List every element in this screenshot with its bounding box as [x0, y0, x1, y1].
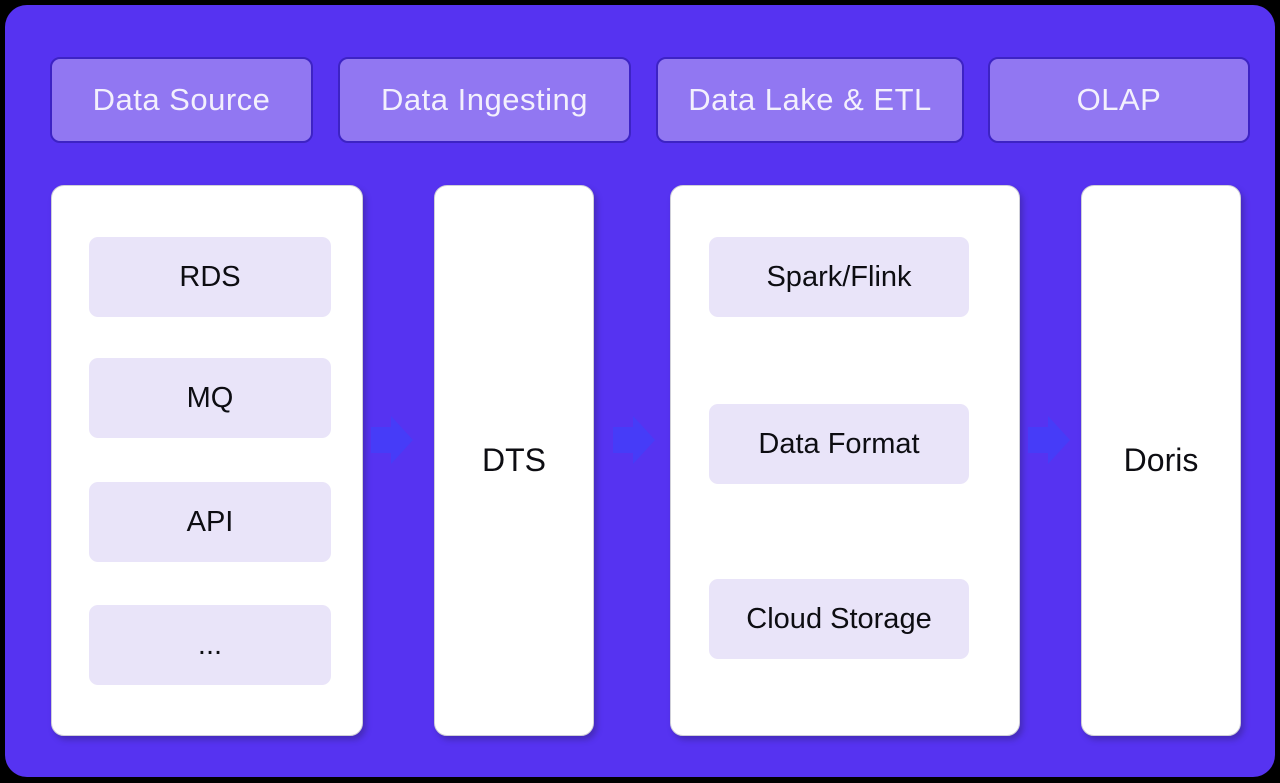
node-label: Data Format [758, 427, 920, 460]
dts-column: DTS [434, 185, 594, 736]
doris-label: Doris [1123, 442, 1199, 478]
data-source-column: RDS MQ API ... [51, 185, 363, 736]
node-ellipsis: ... [89, 605, 331, 685]
node-label: Cloud Storage [746, 602, 932, 635]
node-data-format: Data Format [709, 404, 969, 484]
stage-header-data-source: Data Source [50, 57, 313, 143]
node-spark-flink: Spark/Flink [709, 237, 969, 317]
node-mq: MQ [89, 358, 331, 438]
stage-header-label: Data Ingesting [381, 82, 588, 117]
node-rds: RDS [89, 237, 331, 317]
flow-arrow-icon [1028, 416, 1070, 464]
data-lake-etl-column: Spark/Flink Data Format Cloud Storage [670, 185, 1020, 736]
stage-header-label: Data Lake & ETL [688, 82, 932, 117]
flow-arrow-icon [613, 416, 655, 464]
dts-label: DTS [482, 442, 546, 478]
stage-header-olap: OLAP [988, 57, 1250, 143]
node-api: API [89, 482, 331, 562]
flow-arrow-icon [371, 416, 413, 464]
diagram-panel: Data Source Data Ingesting Data Lake & E… [5, 5, 1275, 777]
node-label: RDS [179, 260, 241, 293]
doris-column: Doris [1081, 185, 1241, 736]
stage-header-data-ingesting: Data Ingesting [338, 57, 631, 143]
stage-header-label: Data Source [92, 82, 271, 117]
node-label: API [186, 505, 234, 538]
node-label: Spark/Flink [766, 260, 912, 293]
node-label: MQ [186, 381, 234, 414]
node-label: ... [197, 628, 223, 661]
node-cloud-storage: Cloud Storage [709, 579, 969, 659]
stage-header-data-lake-etl: Data Lake & ETL [656, 57, 964, 143]
stage-header-label: OLAP [1076, 82, 1162, 117]
